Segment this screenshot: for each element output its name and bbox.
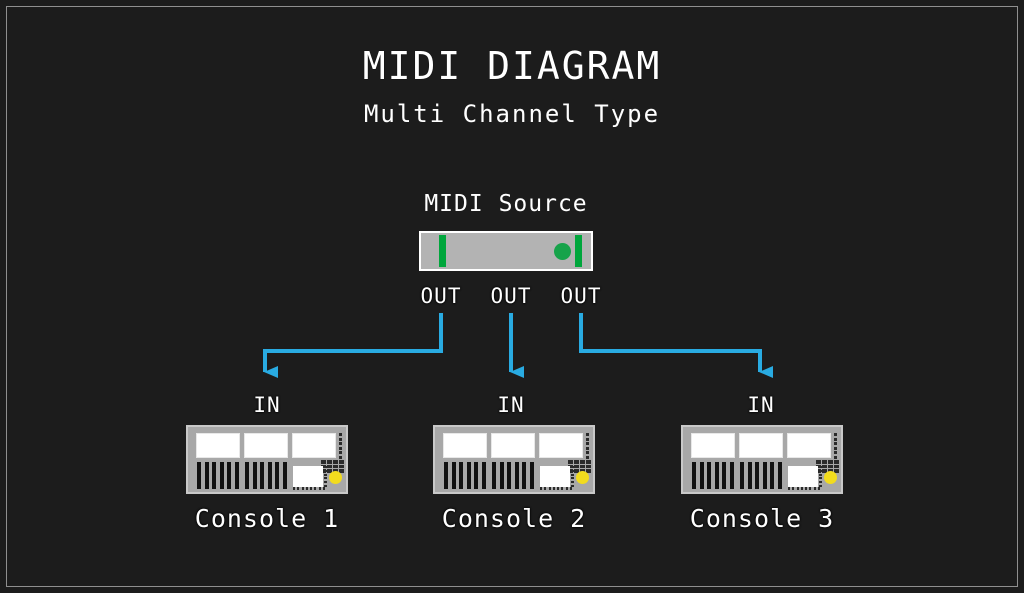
fader-bank-1[interactable] bbox=[444, 462, 486, 489]
fader[interactable] bbox=[699, 462, 704, 489]
console-screen-2 bbox=[739, 433, 783, 458]
fader[interactable] bbox=[777, 462, 782, 489]
button-matrix[interactable] bbox=[568, 460, 591, 473]
out-port-label-3: OUT bbox=[560, 284, 602, 308]
indicator-dots-column bbox=[586, 433, 590, 459]
cable-out1-to-in1 bbox=[263, 313, 443, 378]
console-label-1: Console 1 bbox=[194, 504, 340, 533]
fader[interactable] bbox=[729, 462, 734, 489]
console-label-3: Console 3 bbox=[689, 504, 835, 533]
fader[interactable] bbox=[227, 462, 232, 489]
pad-edge-dots-right bbox=[324, 466, 327, 487]
fader[interactable] bbox=[492, 462, 496, 489]
cable-out3-to-in3 bbox=[579, 313, 773, 378]
pad-edge-dots-bottom bbox=[293, 487, 325, 490]
fader-bank-2[interactable] bbox=[740, 462, 782, 489]
fader[interactable] bbox=[507, 462, 512, 489]
pad-edge-dots-right bbox=[819, 466, 822, 487]
white-pad[interactable] bbox=[788, 466, 818, 487]
fader[interactable] bbox=[282, 462, 287, 489]
fader-bank-1[interactable] bbox=[197, 462, 239, 489]
console-screen-3 bbox=[539, 433, 583, 458]
console-screen-1 bbox=[443, 433, 487, 458]
console-screen-2 bbox=[491, 433, 535, 458]
in-port-label-3: IN bbox=[747, 393, 775, 417]
console-device-3[interactable] bbox=[681, 425, 843, 494]
midi-source-device[interactable] bbox=[419, 231, 593, 271]
fader[interactable] bbox=[275, 462, 280, 489]
yellow-knob[interactable] bbox=[824, 471, 837, 484]
fader[interactable] bbox=[514, 462, 519, 489]
in-port-label-1: IN bbox=[253, 393, 281, 417]
fader[interactable] bbox=[481, 462, 486, 489]
fader[interactable] bbox=[770, 462, 775, 489]
fader[interactable] bbox=[444, 462, 448, 489]
fader[interactable] bbox=[529, 462, 534, 489]
out-port-label-1: OUT bbox=[420, 284, 462, 308]
fader[interactable] bbox=[219, 462, 224, 489]
in-port-label-2: IN bbox=[497, 393, 525, 417]
fader[interactable] bbox=[459, 462, 464, 489]
fader[interactable] bbox=[474, 462, 479, 489]
console-device-1[interactable] bbox=[186, 425, 348, 494]
midi-port-right-icon bbox=[575, 235, 582, 267]
fader[interactable] bbox=[267, 462, 272, 489]
fader[interactable] bbox=[707, 462, 712, 489]
console-screen-2 bbox=[244, 433, 288, 458]
fader[interactable] bbox=[740, 462, 744, 489]
fader[interactable] bbox=[212, 462, 217, 489]
fader-bank-1[interactable] bbox=[692, 462, 734, 489]
pad-edge-dots-bottom bbox=[540, 487, 572, 490]
page-subtitle: Multi Channel Type bbox=[363, 100, 661, 128]
fader[interactable] bbox=[466, 462, 471, 489]
page-title: MIDI DIAGRAM bbox=[362, 44, 662, 88]
white-pad[interactable] bbox=[293, 466, 323, 487]
fader[interactable] bbox=[260, 462, 265, 489]
fader[interactable] bbox=[692, 462, 696, 489]
fader[interactable] bbox=[499, 462, 504, 489]
console-screen-1 bbox=[691, 433, 735, 458]
white-pad[interactable] bbox=[540, 466, 570, 487]
power-led-icon bbox=[554, 243, 571, 260]
fader-bank-2[interactable] bbox=[245, 462, 287, 489]
fader[interactable] bbox=[722, 462, 727, 489]
fader[interactable] bbox=[245, 462, 249, 489]
fader[interactable] bbox=[762, 462, 767, 489]
fader[interactable] bbox=[252, 462, 257, 489]
fader-bank-2[interactable] bbox=[492, 462, 534, 489]
console-screen-3 bbox=[787, 433, 831, 458]
console-screen-1 bbox=[196, 433, 240, 458]
console-screen-3 bbox=[292, 433, 336, 458]
pad-edge-dots-right bbox=[571, 466, 574, 487]
fader[interactable] bbox=[755, 462, 760, 489]
yellow-knob[interactable] bbox=[329, 471, 342, 484]
pad-edge-dots-bottom bbox=[788, 487, 820, 490]
fader[interactable] bbox=[747, 462, 752, 489]
indicator-dots-column bbox=[834, 433, 838, 459]
fader[interactable] bbox=[714, 462, 719, 489]
fader[interactable] bbox=[522, 462, 527, 489]
fader[interactable] bbox=[451, 462, 456, 489]
out-port-label-2: OUT bbox=[490, 284, 532, 308]
indicator-dots-column bbox=[339, 433, 343, 459]
console-device-2[interactable] bbox=[433, 425, 595, 494]
yellow-knob[interactable] bbox=[576, 471, 589, 484]
console-label-2: Console 2 bbox=[441, 504, 587, 533]
fader[interactable] bbox=[197, 462, 201, 489]
fader[interactable] bbox=[204, 462, 209, 489]
midi-port-left-icon bbox=[439, 235, 446, 267]
fader[interactable] bbox=[234, 462, 239, 489]
midi-source-label: MIDI Source bbox=[424, 191, 588, 217]
